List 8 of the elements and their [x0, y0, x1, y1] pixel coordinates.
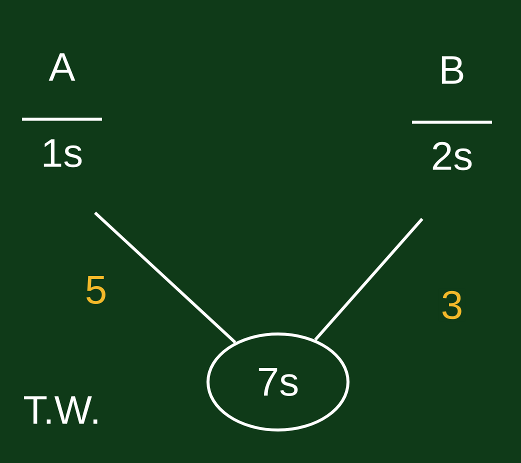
- note-label: T.W.: [24, 396, 98, 424]
- edge-label: 3: [438, 288, 466, 322]
- connector-line: [94, 212, 236, 344]
- connector-line: [314, 218, 424, 341]
- edge-label: 5: [82, 274, 110, 306]
- circled-value: 7s: [206, 332, 350, 432]
- fraction-label: B 2s: [412, 56, 492, 170]
- fraction-label: A 1s: [22, 53, 102, 168]
